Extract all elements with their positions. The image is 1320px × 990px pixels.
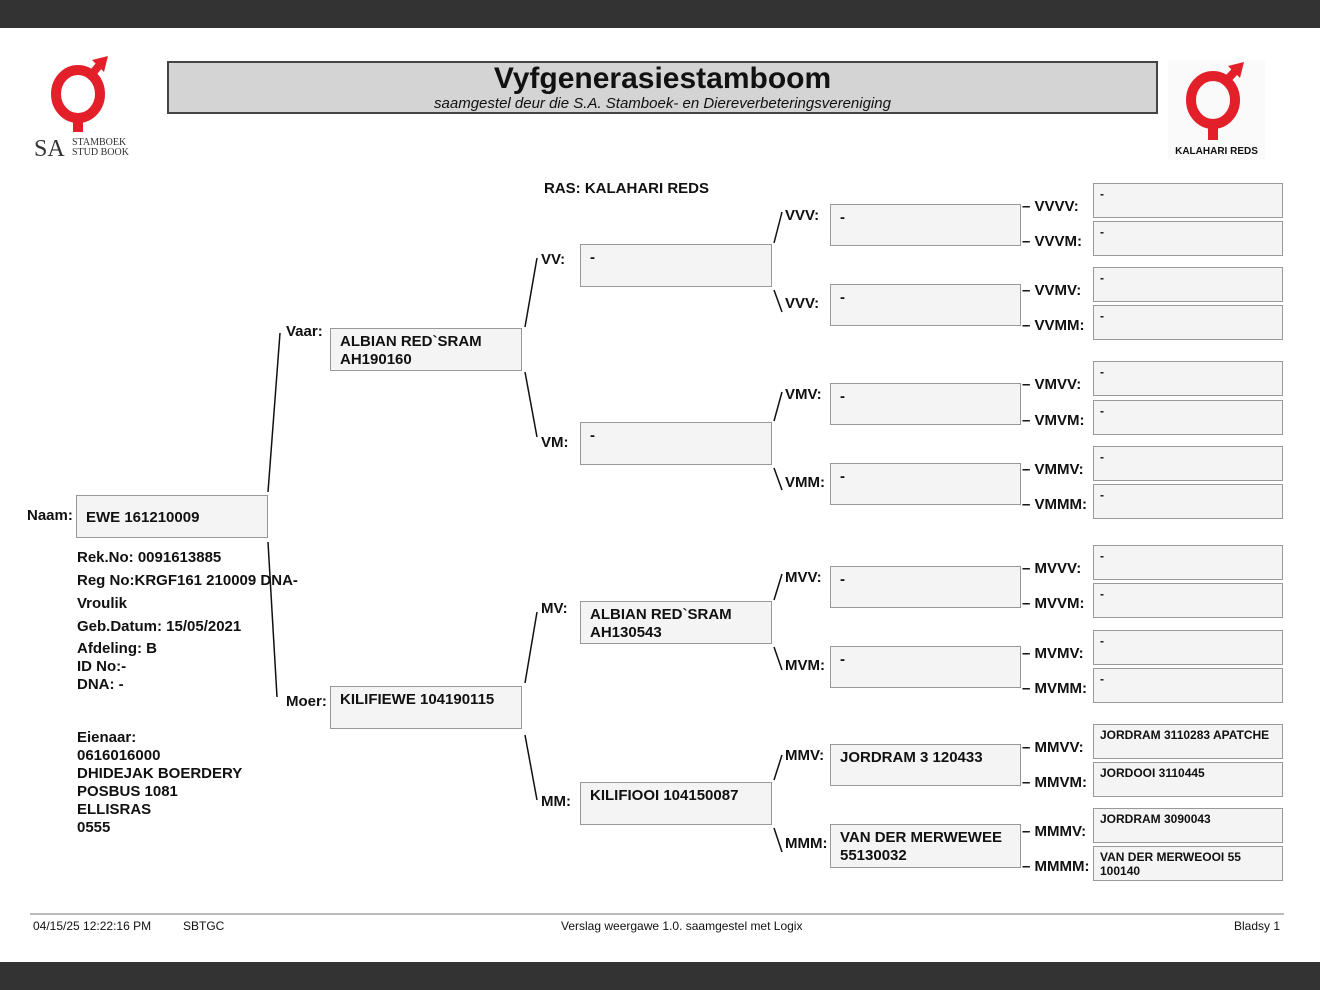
gen3-animal-box: -: [830, 204, 1021, 246]
owner-line: POSBUS 1081: [77, 783, 178, 800]
footer-divider: [30, 913, 1284, 915]
gen4-label: – MMVV:: [1022, 739, 1084, 756]
footer-version: Verslag weergawe 1.0. saamgestel met Log…: [561, 919, 803, 933]
gen3-label: VMV:: [785, 386, 822, 403]
owner-line: DHIDEJAK BOERDERY: [77, 765, 243, 782]
page-title: Vyfgenerasiestamboom: [493, 62, 832, 95]
gen3-label: MVM:: [785, 657, 825, 674]
owner-line: Eienaar:: [77, 729, 137, 746]
top-bar: [0, 0, 1320, 28]
gen4-label: – MMMV:: [1022, 823, 1087, 840]
owner-line: 0555: [77, 819, 111, 836]
gen4-label: – VMVM:: [1022, 412, 1085, 429]
gen2-label: VV:: [541, 251, 566, 268]
gen1-animal-box: ALBIAN RED`SRAM AH190160: [330, 328, 522, 371]
gen4-animal-box: -: [1093, 267, 1283, 302]
gender-symbol-icon: [1186, 62, 1244, 140]
gen3-animal-box: -: [830, 284, 1021, 326]
gen3-label: MVV:: [785, 569, 822, 586]
bottom-bar: [0, 962, 1320, 990]
footer-page: Bladsy 1: [1234, 919, 1281, 933]
gen4-animal-box: VAN DER MERWEOOI 55 100140: [1093, 846, 1283, 881]
gen4-animal-box: JORDRAM 3090043: [1093, 808, 1283, 843]
page-subtitle: saamgestel deur die S.A. Stamboek- en Di…: [434, 95, 891, 112]
logo-sa-text: SA: [34, 136, 65, 162]
logo-line2: STUD BOOK: [72, 147, 129, 158]
gen2-label: VM:: [541, 434, 569, 451]
gen4-animal-box: -: [1093, 484, 1283, 519]
gen4-animal-box: -: [1093, 183, 1283, 218]
gen2-animal-box: KILIFIOOI 104150087: [580, 782, 772, 825]
gen4-animal-box: -: [1093, 400, 1283, 435]
breed-label: RAS: KALAHARI REDS: [544, 180, 709, 197]
gen4-animal-box: -: [1093, 446, 1283, 481]
gen4-label: – VVVM:: [1022, 233, 1083, 250]
kalahari-reds-logo: KALAHARI REDS: [1168, 60, 1265, 160]
subject-name-box: EWE 161210009: [76, 495, 268, 538]
gen4-animal-box: -: [1093, 221, 1283, 256]
gen4-animal-box: -: [1093, 305, 1283, 340]
subject-detail: Afdeling: B: [77, 640, 157, 657]
gen3-label: MMV:: [785, 747, 825, 764]
gen4-label: – VVMV:: [1022, 282, 1082, 299]
gen2-label: MV:: [541, 600, 568, 617]
gen4-label: – VVVV:: [1022, 198, 1079, 215]
gen4-animal-box: -: [1093, 630, 1283, 665]
gen4-label: – VMMM:: [1022, 496, 1087, 513]
subject-detail: ID No:-: [77, 658, 127, 675]
gen3-animal-box: -: [830, 566, 1021, 608]
gen4-animal-box: -: [1093, 361, 1283, 396]
gen4-label: – VVMM:: [1022, 317, 1085, 334]
gen3-label: MMM:: [785, 835, 828, 852]
sa-studbook-logo: SA STAMBOEK STUD BOOK: [30, 56, 140, 162]
footer-datetime: 04/15/25 12:22:16 PM: [33, 919, 152, 933]
gender-symbol-icon: [51, 56, 108, 132]
owner-line: 0616016000: [77, 747, 161, 764]
gen2-animal-box: ALBIAN RED`SRAM AH130543: [580, 601, 772, 644]
gen4-label: – VMMV:: [1022, 461, 1084, 478]
title-box: Vyfgenerasiestamboom saamgestel deur die…: [167, 61, 1158, 114]
gen1-label: Moer:: [286, 693, 327, 710]
gen3-animal-box: JORDRAM 3 120433: [830, 744, 1021, 786]
gen4-animal-box: -: [1093, 583, 1283, 618]
subject-detail: Reg No:KRGF161 210009 DNA-: [77, 572, 298, 589]
subject-detail: Geb.Datum: 15/05/2021: [77, 618, 242, 635]
subject-detail: Vroulik: [77, 595, 128, 612]
gen4-label: – MMMM:: [1022, 858, 1090, 875]
gen4-animal-box: -: [1093, 668, 1283, 703]
gen3-animal-box: VAN DER MERWEWEE 55130032: [830, 824, 1021, 868]
owner-line: ELLISRAS: [77, 801, 152, 818]
gen4-label: – MVVM:: [1022, 595, 1085, 612]
gen3-label: VVV:: [785, 207, 820, 224]
gen4-label: – MMVM:: [1022, 774, 1087, 791]
gen1-label: Vaar:: [286, 323, 323, 340]
gen4-label: – MVMM:: [1022, 680, 1087, 697]
gen4-animal-box: JORDOOI 3110445: [1093, 762, 1283, 797]
subject-detail: DNA: -: [77, 676, 124, 693]
gen4-animal-box: -: [1093, 545, 1283, 580]
subject-label: Naam:: [27, 507, 73, 524]
subject-detail: Rek.No: 0091613885: [77, 549, 222, 566]
gen4-label: – MVMV:: [1022, 645, 1084, 662]
logo-caption: KALAHARI REDS: [1175, 146, 1258, 157]
gen3-animal-box: -: [830, 463, 1021, 505]
gen3-label: VMM:: [785, 474, 825, 491]
logo-line1: STAMBOEK: [72, 137, 127, 148]
gen4-label: – VMVV:: [1022, 376, 1082, 393]
gen2-label: MM:: [541, 793, 571, 810]
gen4-animal-box: JORDRAM 3110283 APATCHE: [1093, 724, 1283, 759]
gen2-animal-box: -: [580, 244, 772, 287]
gen4-label: – MVVV:: [1022, 560, 1082, 577]
gen2-animal-box: -: [580, 422, 772, 465]
gen3-label: VVV:: [785, 295, 820, 312]
gen3-animal-box: -: [830, 383, 1021, 425]
gen3-animal-box: -: [830, 646, 1021, 688]
footer-code: SBTGC: [183, 919, 225, 933]
gen1-animal-box: KILIFIEWE 104190115: [330, 686, 522, 729]
